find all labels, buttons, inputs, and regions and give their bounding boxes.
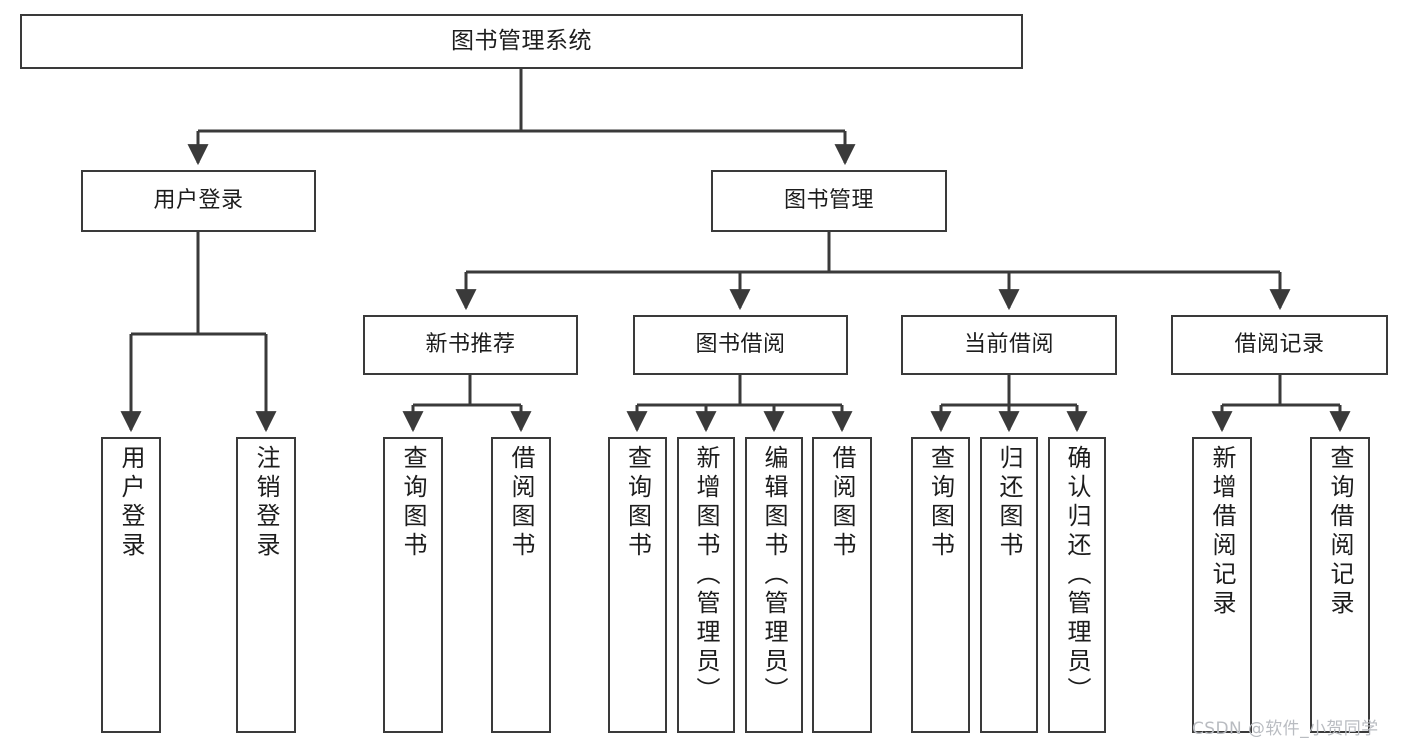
node-book-management-label: 图书管理 (783, 188, 874, 214)
node-leaf-edit-book[interactable]: 编辑图书（管理员） (745, 437, 803, 733)
node-leaf-logout[interactable]: 注销登录 (236, 437, 296, 733)
node-leaf-user-login[interactable]: 用户登录 (101, 437, 161, 733)
node-leaf-return-book[interactable]: 归还图书 (980, 437, 1038, 733)
node-root-label: 图书管理系统 (451, 28, 592, 55)
node-leaf-add-record-label: 新增借阅记录 (1208, 445, 1236, 619)
node-leaf-add-book[interactable]: 新增图书（管理员） (677, 437, 735, 733)
node-leaf-query-record-label: 查询借阅记录 (1326, 445, 1354, 619)
node-leaf-logout-label: 注销登录 (252, 445, 280, 561)
node-leaf-confirm-return[interactable]: 确认归还（管理员） (1048, 437, 1106, 733)
node-current-borrow[interactable]: 当前借阅 (901, 315, 1117, 375)
node-leaf-query-book-2[interactable]: 查询图书 (608, 437, 667, 733)
node-book-management[interactable]: 图书管理 (711, 170, 947, 232)
csdn-watermark: CSDN @软件_小贺同学 (1192, 719, 1379, 739)
node-leaf-query-book-3[interactable]: 查询图书 (911, 437, 970, 733)
node-user-login[interactable]: 用户登录 (81, 170, 316, 232)
node-leaf-edit-book-label: 编辑图书（管理员） (760, 445, 788, 706)
node-leaf-query-book-2-label: 查询图书 (623, 445, 652, 561)
node-leaf-query-book-1[interactable]: 查询图书 (383, 437, 443, 733)
node-root[interactable]: 图书管理系统 (20, 14, 1023, 69)
node-leaf-user-login-label: 用户登录 (117, 445, 145, 561)
node-leaf-query-book-1-label: 查询图书 (399, 445, 427, 561)
node-borrow-record-label: 借阅记录 (1234, 332, 1325, 358)
node-leaf-return-book-label: 归还图书 (995, 445, 1023, 561)
node-borrow-record[interactable]: 借阅记录 (1171, 315, 1388, 375)
node-leaf-borrow-book-1[interactable]: 借阅图书 (491, 437, 551, 733)
node-leaf-confirm-return-label: 确认归还（管理员） (1063, 445, 1091, 706)
node-book-borrow-label: 图书借阅 (695, 332, 786, 358)
node-new-book-recommend-label: 新书推荐 (425, 332, 516, 358)
node-book-borrow[interactable]: 图书借阅 (633, 315, 848, 375)
node-leaf-query-book-3-label: 查询图书 (926, 445, 955, 561)
node-leaf-borrow-book-2[interactable]: 借阅图书 (812, 437, 872, 733)
node-user-login-label: 用户登录 (153, 188, 244, 214)
node-leaf-borrow-book-2-label: 借阅图书 (828, 445, 856, 561)
node-current-borrow-label: 当前借阅 (963, 332, 1054, 358)
node-leaf-add-book-label: 新增图书（管理员） (692, 445, 720, 706)
node-leaf-add-record[interactable]: 新增借阅记录 (1192, 437, 1252, 733)
node-leaf-borrow-book-1-label: 借阅图书 (507, 445, 535, 561)
node-leaf-query-record[interactable]: 查询借阅记录 (1310, 437, 1370, 733)
node-new-book-recommend[interactable]: 新书推荐 (363, 315, 578, 375)
